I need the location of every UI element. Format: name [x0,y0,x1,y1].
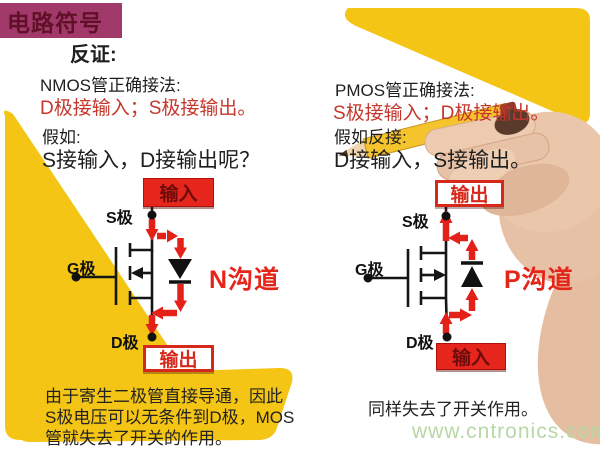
pmos-gate-label: G极 [355,262,384,279]
nmos-gate-label: G极 [67,261,96,278]
nmos-correct-rule: D极接输入；S极接输出。 [40,98,257,119]
nmos-caption-line2: S极电压可以无条件到D极，MOS [45,408,295,427]
page-title-banner: 电路符号 [0,3,122,38]
pmos-output-badge-label: 输出 [450,185,489,206]
pmos-correct-title: PMOS管正确接法: [335,81,475,100]
nmos-drain-label: D极 [111,335,139,352]
pmos-source-label: S极 [402,214,429,231]
page-title: 电路符号 [7,9,103,36]
pmos-output-badge: 输出 [435,180,504,207]
nmos-hypothesis: S接输入，D接输出呢？ [42,149,261,172]
terminal-dots [71,210,452,342]
pmos-bulk-arrow-icon [434,269,446,281]
pmos-body-diode-icon [461,261,483,287]
nmos-bulk-arrow-icon [131,267,143,279]
yellow-wedge-top-right [344,8,590,124]
nmos-body-diode-icon [168,259,192,284]
pmos-hypothesis-label: 假如反接: [334,128,407,147]
nmos-input-badge-label: 输入 [159,184,198,205]
nmos-input-badge: 输入 [143,178,214,207]
pmos-correct-rule: S极接输入；D极接输出。 [333,103,550,124]
pmos-channel-label: P沟道 [504,266,574,294]
nmos-current-arrows [145,219,187,336]
pmos-input-badge: 输入 [436,343,506,370]
nmos-caption-line1: 由于寄生二极管直接导通，因此 [45,387,283,406]
hand-icon [480,111,600,445]
nmos-correct-title: NMOS管正确接法: [40,76,181,95]
website-watermark: www.cntronics.com [412,420,600,443]
fingers [424,109,550,192]
nmos-caption-line3: 管就失去了开关的作用。 [45,429,232,448]
nmos-source-label: S极 [106,210,133,227]
nmos-output-badge-label: 输出 [159,350,198,371]
pmos-hypothesis: D接输入，S接输出。 [334,149,532,172]
nmos-hypothesis-label: 假如: [42,128,81,147]
pmos-input-badge-label: 输入 [451,348,490,369]
pmos-caption: 同样失去了开关作用。 [368,400,538,419]
pmos-drain-label: D极 [406,335,434,352]
nmos-output-badge: 输出 [143,345,214,372]
pmos-current-arrows [439,210,479,334]
heading: 反证: [70,44,117,66]
nmos-channel-label: N沟道 [209,266,281,294]
yellow-caption-block [18,367,293,442]
